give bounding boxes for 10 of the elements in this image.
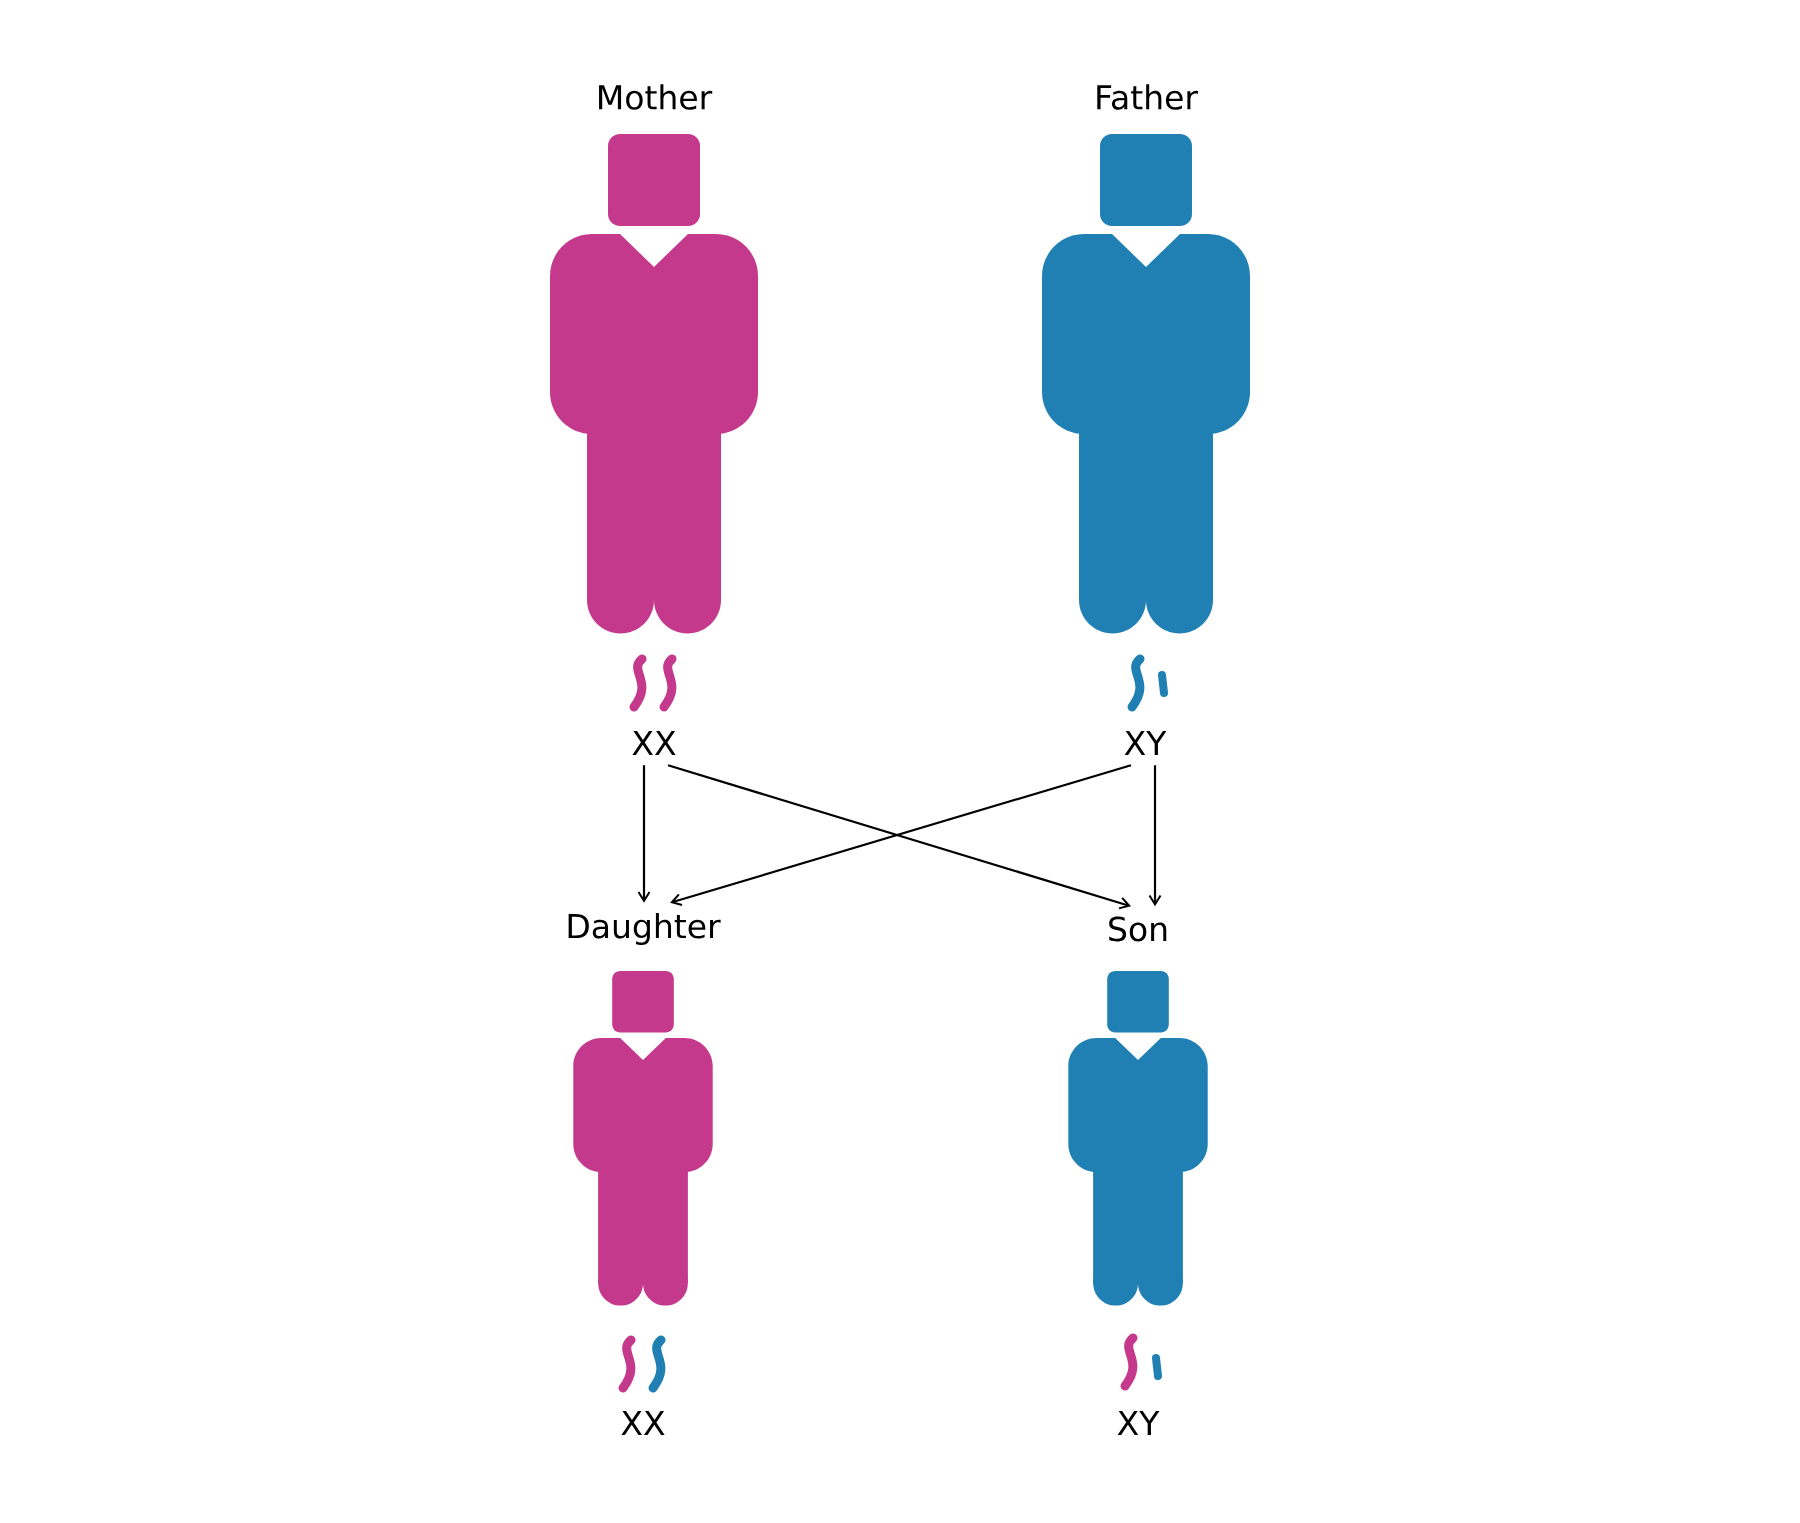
name-label: Son <box>1109 916 1167 942</box>
genotype-label: XY <box>1117 1410 1160 1436</box>
arrow <box>637 765 651 903</box>
genotype-label: XX <box>621 1410 665 1436</box>
name-label: Father <box>1097 84 1198 110</box>
name-label: Daughter <box>568 913 721 945</box>
genotype-label: XY <box>1124 730 1167 756</box>
name-label: Mother <box>599 84 713 110</box>
genotype-label: XX <box>632 730 676 756</box>
arrow <box>1148 765 1162 907</box>
